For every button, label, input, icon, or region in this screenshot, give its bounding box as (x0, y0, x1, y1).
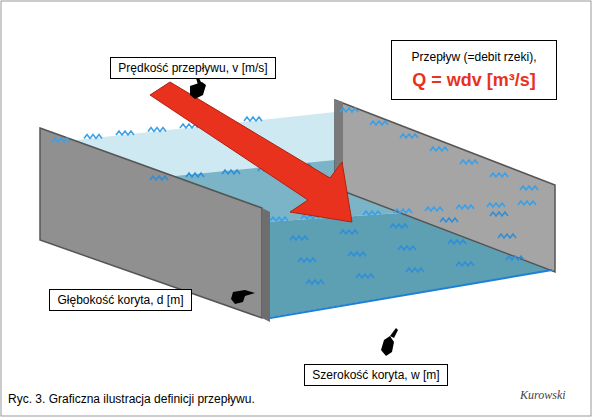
wave-mark (306, 280, 324, 284)
wave-mark (270, 217, 288, 221)
flow-arrow (150, 82, 352, 222)
wave-mark (390, 224, 408, 228)
wave-mark (298, 258, 316, 262)
wave-mark (340, 230, 358, 234)
wave-mark (244, 117, 262, 121)
velocity-label-box: Prędkość przepływu, v [m/s] (110, 57, 276, 79)
signature: Kurowski (520, 388, 566, 403)
wave-mark (186, 173, 204, 177)
wave-mark (348, 252, 366, 256)
wave-mark (506, 256, 524, 260)
wave-mark (518, 201, 536, 205)
pointer-hand (190, 78, 206, 99)
wave-mark (290, 236, 308, 240)
wave-mark (52, 138, 70, 142)
wave-mark (456, 205, 474, 209)
left-wall (40, 128, 262, 318)
discharge-formula-box: Przepływ (=debit rzeki), Q = wdv [m³/s] (391, 40, 557, 100)
pointer-hands (190, 78, 398, 356)
wave-mark (456, 262, 474, 266)
width-label-box: Szerokość koryta, w [m] (304, 364, 448, 386)
left-wall-edge (262, 208, 270, 322)
wave-mark (498, 234, 516, 238)
figure-caption: Ryc. 3. Graficzna ilustracja definicji p… (8, 392, 255, 406)
wave-mark (84, 135, 102, 139)
wave-mark (340, 108, 358, 112)
wave-mark (490, 212, 508, 216)
wave-mark (116, 131, 134, 135)
wave-mark (448, 240, 466, 244)
node-label: Przepływ (=debit rzeki), (399, 50, 549, 64)
wave-mark (440, 218, 458, 222)
node-label: Prędkość przepływu, v [m/s] (118, 61, 268, 75)
wave-mark (148, 128, 166, 132)
wave-mark (370, 121, 388, 125)
pointer-hand (231, 290, 255, 304)
right-wall (335, 100, 555, 272)
wave-mark (425, 207, 443, 211)
wave-mark (490, 173, 508, 177)
pointer-hand (381, 328, 398, 356)
node-label: Głębokość koryta, d [m] (57, 293, 184, 307)
wave-mark (394, 209, 412, 213)
wave-mark (398, 246, 416, 250)
wave-mark (520, 186, 538, 190)
formula: Q = wdv [m³/s] (399, 70, 549, 91)
wave-mark (222, 170, 240, 174)
channel-bottom-edge (270, 270, 552, 318)
wave-mark (363, 211, 381, 215)
wave-mark (150, 176, 168, 180)
wave-mark (487, 203, 505, 207)
wave-mark (406, 268, 424, 272)
depth-label-box: Głębokość koryta, d [m] (49, 289, 192, 311)
wave-mark (430, 147, 448, 151)
wave-marks (52, 108, 538, 284)
wave-mark (460, 160, 478, 164)
node-label: Szerokość koryta, w [m] (312, 368, 440, 382)
wave-mark (356, 274, 374, 278)
wave-mark (400, 134, 418, 138)
